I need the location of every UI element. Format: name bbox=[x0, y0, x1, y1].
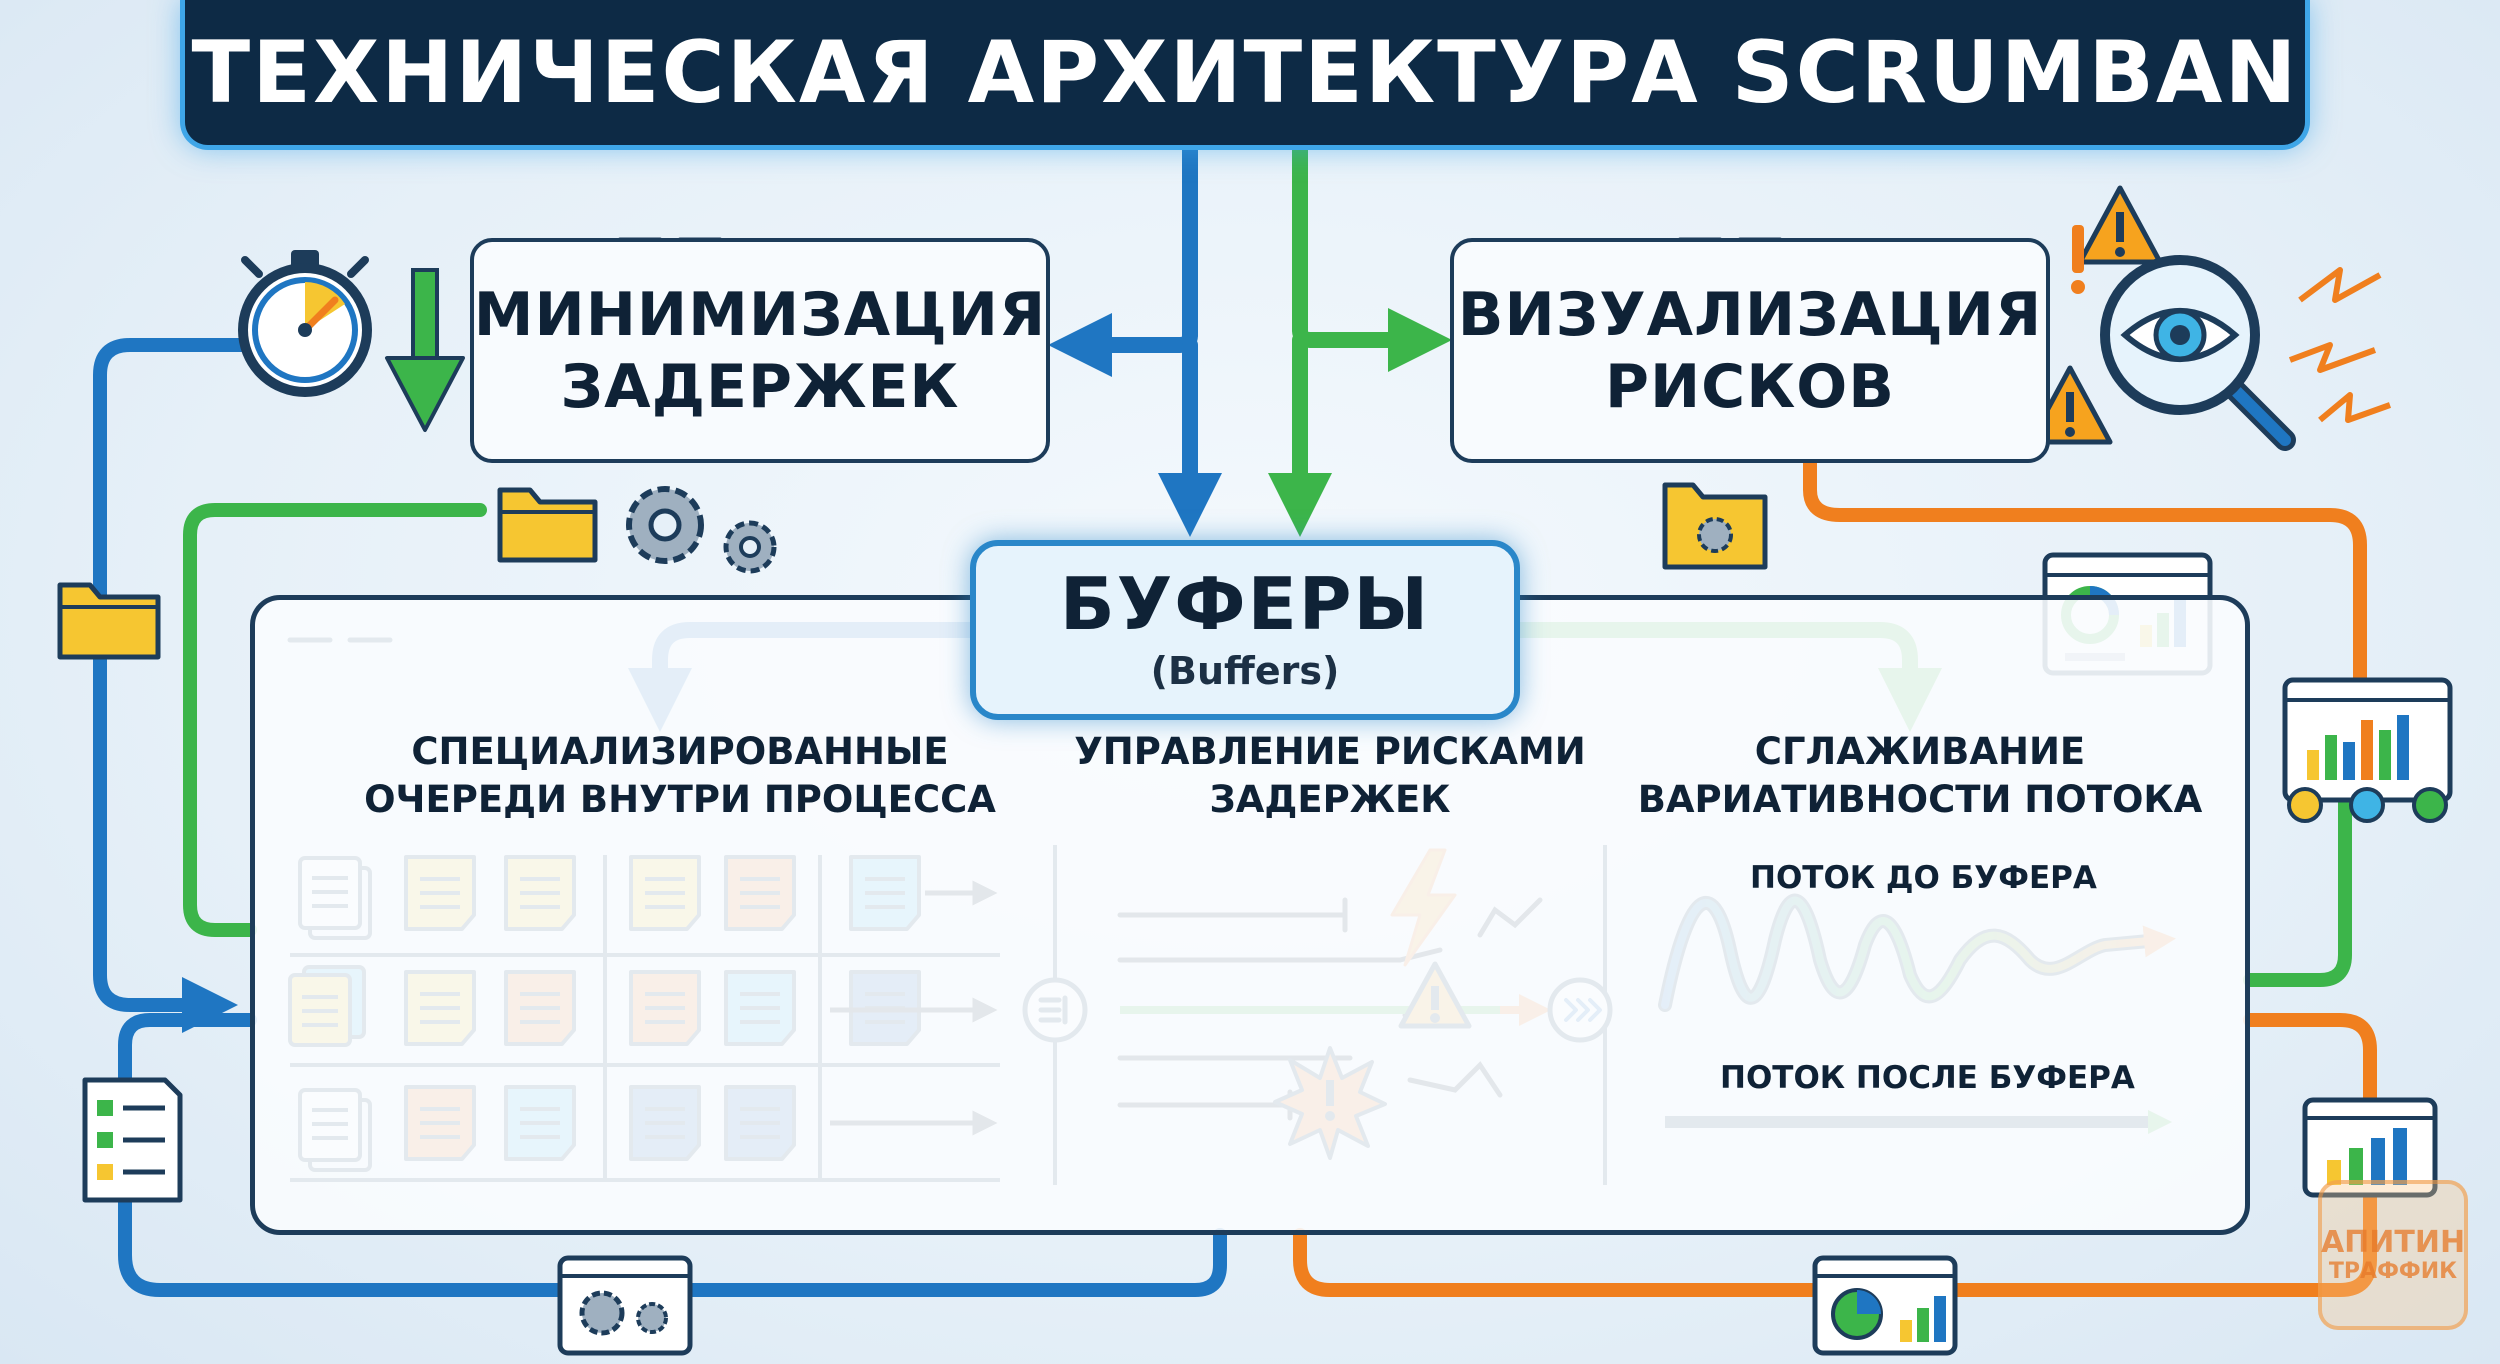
buffers-title: БУФЕРЫ bbox=[1059, 562, 1431, 647]
warning-icon bbox=[2077, 185, 2163, 265]
blue-outer-loop bbox=[93, 338, 307, 1033]
buffers-node: БУФЕРЫ (Buffers) bbox=[970, 540, 1520, 720]
buffers-subtitle: (Buffers) bbox=[1150, 648, 1340, 693]
column-head-smoothing: СГЛАЖИВАНИЕ ВАРИАТИВНОСТИ ПОТОКА bbox=[1620, 728, 2220, 824]
blue-flow-to-left-panel bbox=[1048, 313, 1198, 377]
exclamation-icon bbox=[2071, 225, 2085, 294]
settings-window-icon bbox=[557, 1255, 693, 1356]
blue-bottom-loop bbox=[118, 1013, 1227, 1297]
flow-before-label: ПОТОК ДО БУФЕРА bbox=[1750, 860, 2097, 896]
panel-minimize-delays: МИНИМИЗАЦИЯ ЗАДЕРЖЕК bbox=[470, 238, 1050, 463]
pie-chart-window-icon bbox=[1812, 1255, 1958, 1356]
green-flow-to-right-panel bbox=[1292, 308, 1452, 372]
warning-icon bbox=[2027, 365, 2113, 445]
gears-icon bbox=[626, 486, 777, 574]
panel-risk-visualization: ВИЗУАЛИЗАЦИЯ РИСКОВ bbox=[1450, 238, 2050, 463]
panel-risk-visualization-line1: ВИЗУАЛИЗАЦИЯ bbox=[1457, 279, 2043, 350]
column-head-queues: СПЕЦИАЛИЗИРОВАННЫЕ ОЧЕРЕДИ ВНУТРИ ПРОЦЕС… bbox=[320, 728, 1040, 824]
column-head-smoothing-line2: ВАРИАТИВНОСТИ ПОТОКА bbox=[1637, 778, 2203, 822]
folder-icon bbox=[57, 582, 161, 660]
column-head-risk-line2: ЗАДЕРЖЕК bbox=[1209, 778, 1451, 822]
watermark-line1: АПИТИН bbox=[2320, 1225, 2466, 1260]
watermark-line2: ТРАФФИК bbox=[2328, 1259, 2458, 1284]
column-head-queues-line2: ОЧЕРЕДИ ВНУТРИ ПРОЦЕССА bbox=[364, 778, 996, 822]
panel-risk-visualization-line2: РИСКОВ bbox=[1604, 351, 1895, 422]
panel-minimize-delays-line2: ЗАДЕРЖЕК bbox=[560, 351, 960, 422]
lightning-icon bbox=[2288, 267, 2392, 423]
panel-minimize-delays-line1: МИНИМИЗАЦИЯ bbox=[473, 279, 1047, 350]
column-head-risk: УПРАВЛЕНИЕ РИСКАМИ ЗАДЕРЖЕК bbox=[1060, 728, 1600, 824]
checklist-icon bbox=[82, 1077, 183, 1203]
eye-magnifier-icon bbox=[2100, 255, 2296, 451]
folder-gear-icon bbox=[1662, 482, 1768, 570]
orange-right-loop bbox=[1803, 453, 2367, 807]
green-left-loop bbox=[183, 503, 487, 937]
stopwatch-icon bbox=[238, 250, 372, 397]
green-right-loop bbox=[2243, 713, 2352, 987]
column-head-queues-line1: СПЕЦИАЛИЗИРОВАННЫЕ bbox=[411, 730, 949, 773]
orange-bottom-loop bbox=[1293, 1013, 2377, 1297]
page-title: ТЕХНИЧЕСКАЯ АРХИТЕКТУРА SCRUMBAN bbox=[191, 22, 2299, 123]
folder-icon bbox=[497, 487, 598, 563]
flow-after-label: ПОТОК ПОСЛЕ БУФЕРА bbox=[1720, 1060, 2135, 1096]
column-head-smoothing-line1: СГЛАЖИВАНИЕ bbox=[1754, 730, 2086, 773]
bar-chart-icon bbox=[2302, 1097, 2438, 1198]
down-arrow-icon bbox=[385, 268, 465, 432]
title-bar: ТЕХНИЧЕСКАЯ АРХИТЕКТУРА SCRUMBAN bbox=[180, 0, 2310, 150]
watermark-logo: АПИТИН ТРАФФИК bbox=[2318, 1180, 2468, 1330]
meeting-chart-icon bbox=[2282, 677, 2453, 823]
column-head-risk-line1: УПРАВЛЕНИЕ РИСКАМИ bbox=[1074, 730, 1586, 773]
